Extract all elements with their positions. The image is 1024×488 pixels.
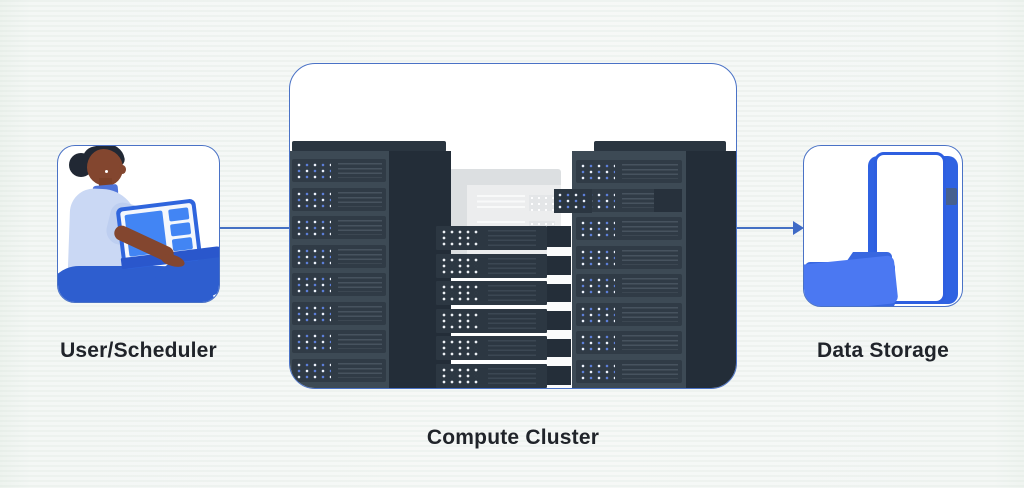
laptop-side-panel-item xyxy=(169,222,192,237)
rack-led-panel xyxy=(579,334,615,351)
connector-user-to-cluster xyxy=(219,227,291,229)
rack-unit xyxy=(292,244,386,268)
rack-vents xyxy=(338,362,382,378)
rack-led-panel xyxy=(579,163,615,180)
stack-divider xyxy=(547,247,571,256)
rack-vents xyxy=(622,306,678,322)
arrow-right-icon xyxy=(793,221,804,235)
stack-divider xyxy=(547,329,571,339)
stack-divider xyxy=(547,302,571,311)
rack-vents xyxy=(622,164,678,179)
node-data-storage xyxy=(803,145,963,307)
rack-unit xyxy=(576,359,682,383)
faded-server-dots xyxy=(529,195,555,211)
laptop-side-panel-item xyxy=(168,207,190,222)
rack-led-panel xyxy=(440,311,480,330)
label-data-storage: Data Storage xyxy=(817,339,949,362)
rack-vents xyxy=(488,367,536,384)
rack-led-panel xyxy=(295,304,331,322)
rack-led-panel xyxy=(295,276,331,293)
left-tower-cap xyxy=(292,141,446,152)
person-with-laptop-illustration xyxy=(58,146,219,302)
rack-vents xyxy=(488,340,536,356)
rack-vents xyxy=(338,334,382,349)
rack-vents xyxy=(622,221,678,236)
rack-unit xyxy=(436,226,547,250)
person-nose xyxy=(119,165,126,174)
rack-led-panel xyxy=(579,220,615,237)
rack-led-panel xyxy=(556,192,590,209)
rack-led-panel xyxy=(295,162,331,179)
stack-divider xyxy=(547,384,571,388)
rack-led-panel xyxy=(440,229,480,247)
rack-unit xyxy=(292,301,386,325)
rack-unit xyxy=(436,336,547,360)
faded-server-front xyxy=(467,185,561,264)
rack-vents xyxy=(338,305,382,321)
label-compute-cluster: Compute Cluster xyxy=(426,426,600,449)
rack-vents xyxy=(488,230,536,246)
rack-empty-bay xyxy=(654,188,682,212)
stack-divider xyxy=(547,357,571,366)
right-tower-side xyxy=(686,151,736,388)
rack-unit xyxy=(436,363,547,388)
rack-unit xyxy=(576,217,682,240)
folder-and-storage-server-illustration xyxy=(804,146,962,306)
rack-vents xyxy=(338,163,382,178)
rack-vents xyxy=(488,312,536,329)
rack-led-panel xyxy=(579,362,615,380)
rack-unit xyxy=(292,273,386,296)
person-earring xyxy=(105,170,108,173)
rack-vents xyxy=(338,277,382,292)
rack-vents xyxy=(622,278,678,293)
compute-cluster-illustration xyxy=(290,64,736,388)
rack-unit xyxy=(292,358,386,382)
label-user-scheduler: User/Scheduler xyxy=(60,339,217,362)
storage-server-front xyxy=(874,152,946,304)
folder-front xyxy=(804,255,899,306)
rack-led-panel xyxy=(579,277,615,294)
rack-vents xyxy=(622,249,678,265)
rack-led-panel xyxy=(440,256,480,275)
rack-unit xyxy=(292,330,386,353)
rack-unit xyxy=(576,331,682,354)
rack-unit xyxy=(292,216,386,239)
rack-vents xyxy=(338,220,382,235)
rack-led-panel xyxy=(295,247,331,265)
rack-led-panel xyxy=(579,248,615,266)
rack-led-panel xyxy=(295,361,331,379)
rack-led-panel xyxy=(295,333,331,350)
node-compute-cluster xyxy=(289,63,737,389)
rack-vents xyxy=(622,363,678,379)
rack-unit xyxy=(576,160,682,183)
faded-server-lines xyxy=(477,195,525,211)
left-tower-front xyxy=(290,151,389,388)
rack-vents xyxy=(622,335,678,350)
center-rack-stack xyxy=(436,226,571,388)
rack-led-panel xyxy=(440,366,480,385)
rack-unit xyxy=(436,281,547,305)
connector-cluster-to-storage xyxy=(736,227,796,229)
right-tower-cap xyxy=(594,141,726,152)
rack-unit xyxy=(576,245,682,269)
protruding-rack-unit xyxy=(554,189,592,213)
rack-unit xyxy=(436,253,547,278)
rack-led-panel xyxy=(295,190,331,208)
rack-unit xyxy=(576,274,682,297)
rack-unit xyxy=(576,302,682,326)
rack-unit xyxy=(292,159,386,182)
rack-unit xyxy=(436,308,547,333)
rack-vents xyxy=(488,257,536,274)
rack-led-panel xyxy=(440,284,480,302)
stack-divider xyxy=(547,274,571,284)
rack-vents xyxy=(338,248,382,264)
rack-vents xyxy=(488,285,536,301)
rack-led-panel xyxy=(295,219,331,236)
rack-led-panel xyxy=(440,339,480,357)
node-user-scheduler xyxy=(57,145,220,303)
rack-led-panel xyxy=(579,305,615,323)
rack-unit xyxy=(292,187,386,211)
rack-vents xyxy=(338,191,382,207)
